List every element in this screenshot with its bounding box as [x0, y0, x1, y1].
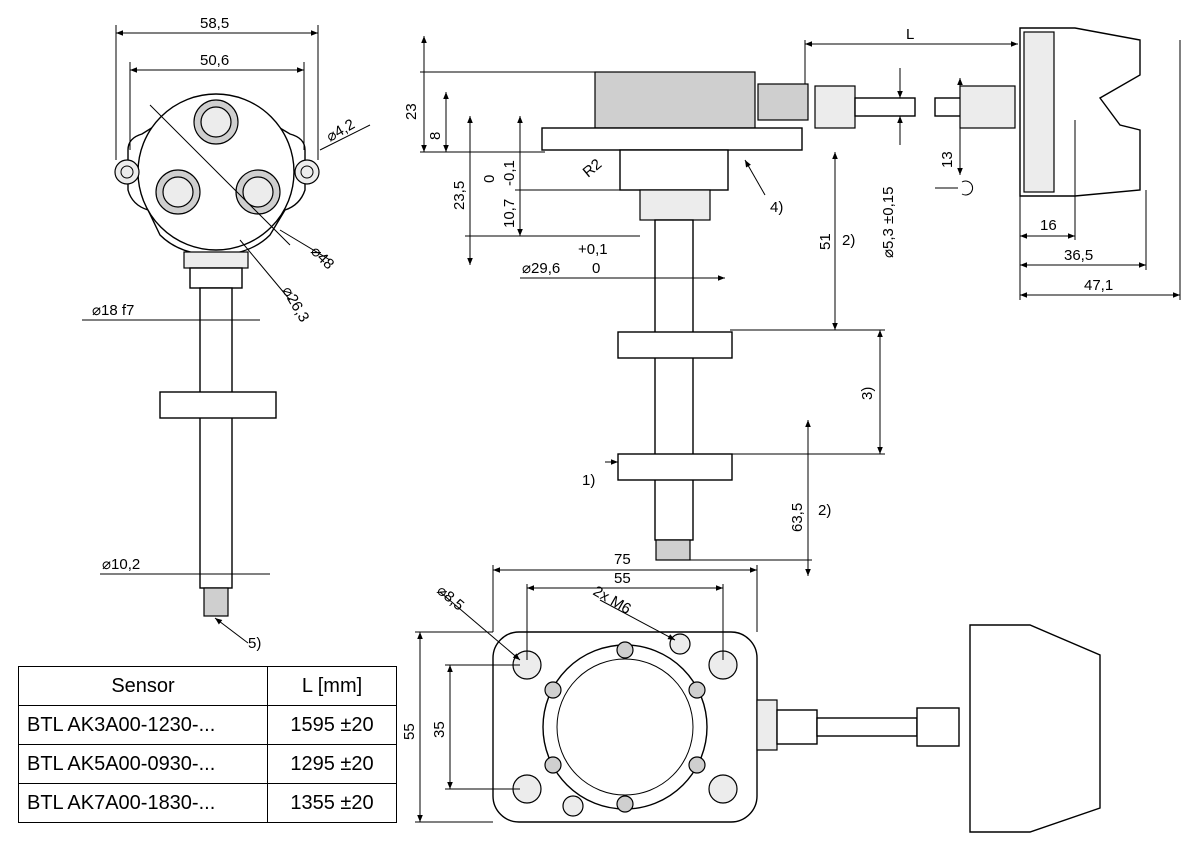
dim-55-width: 55 — [614, 570, 631, 587]
dim-dia-26-3: ⌀26,3 — [279, 284, 313, 326]
dim-47-1: 47,1 — [1084, 277, 1113, 294]
dim-50-6: 50,6 — [200, 52, 229, 69]
dim-35: 35 — [431, 721, 448, 738]
cell-length: 1355 ±20 — [267, 783, 397, 823]
front-view — [82, 25, 371, 644]
dim-58-5: 58,5 — [200, 15, 229, 32]
table-row: BTL AK7A00-1830-... 1355 ±20 — [18, 783, 397, 823]
dim-dia-10-2: ⌀10,2 — [102, 556, 140, 573]
table-header-row: Sensor L [mm] — [18, 666, 397, 706]
dim-63-5: 63,5 — [789, 503, 806, 532]
dim-8: 8 — [427, 132, 444, 140]
dim-dia-8-5: ⌀8,5 — [433, 582, 467, 614]
dim-13: 13 — [939, 151, 956, 168]
cell-length: 1595 ±20 — [267, 705, 397, 745]
callout-4: 4) — [770, 199, 783, 216]
dim-r2: R2 — [580, 156, 606, 181]
dim-tol-0-lower: 0 — [592, 260, 600, 277]
dim-dia-5-3: ⌀5,3 ±0,15 — [880, 187, 897, 258]
cell-sensor: BTL AK7A00-1830-... — [18, 783, 268, 823]
dim-dia-4-2: ⌀4,2 — [324, 116, 358, 146]
header-length: L [mm] — [267, 666, 397, 706]
callout-5: 5) — [248, 635, 261, 652]
table-row: BTL AK5A00-0930-... 1295 ±20 — [18, 744, 397, 784]
dim-75: 75 — [614, 551, 631, 568]
dim-36-5: 36,5 — [1064, 247, 1093, 264]
dim-tol-0: 0 — [481, 175, 498, 183]
dim-23-5: 23,5 — [451, 181, 468, 210]
dim-51: 51 — [817, 233, 834, 250]
dim-10-7: 10,7 — [501, 199, 518, 228]
callout-2-lower: 2) — [818, 502, 831, 519]
callout-2-upper: 2) — [842, 232, 855, 249]
dim-16: 16 — [1040, 217, 1057, 234]
dim-L: L — [906, 26, 914, 43]
header-sensor: Sensor — [18, 666, 268, 706]
dim-tol-minus-0-1: -0,1 — [501, 160, 518, 186]
connector-view — [935, 27, 1181, 300]
top-view — [415, 565, 1101, 833]
dim-dia-18-f7: ⌀18 f7 — [92, 302, 134, 319]
cell-sensor: BTL AK3A00-1230-... — [18, 705, 268, 745]
side-view — [420, 36, 1018, 576]
callout-1: 1) — [582, 472, 595, 489]
cell-length: 1295 ±20 — [267, 744, 397, 784]
dim-23: 23 — [403, 103, 420, 120]
dim-55-height: 55 — [401, 723, 418, 740]
cell-sensor: BTL AK5A00-0930-... — [18, 744, 268, 784]
dim-dia-29-6: ⌀29,6 — [522, 260, 560, 277]
callout-3: 3) — [859, 387, 876, 400]
sensor-length-table: Sensor L [mm] BTL AK3A00-1230-... 1595 ±… — [18, 666, 397, 823]
dim-tol-plus-0-1: +0,1 — [578, 241, 608, 258]
dim-dia-48: ⌀48 — [307, 243, 337, 273]
table-row: BTL AK3A00-1230-... 1595 ±20 — [18, 705, 397, 745]
